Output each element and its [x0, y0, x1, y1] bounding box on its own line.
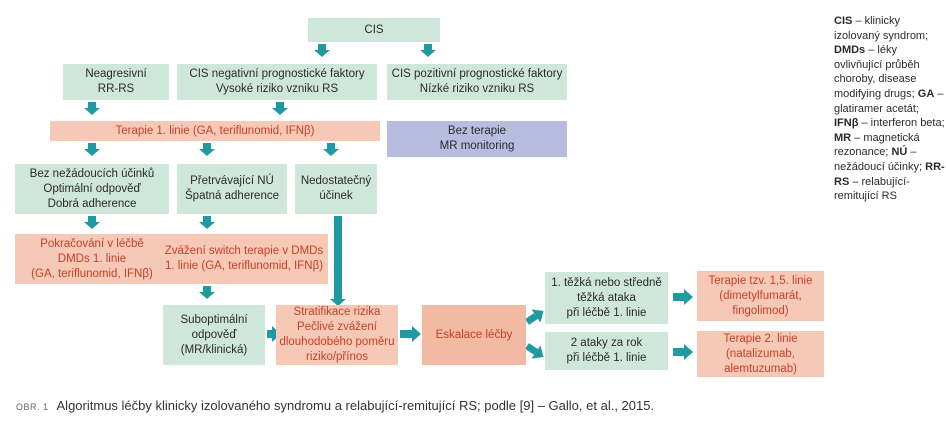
legend-definition: – léky ovlivňující průběh choroby, disea…	[834, 44, 920, 100]
node-tezka-ataka: 1. těžká nebo středně těžká ataka při léčb…	[545, 272, 668, 324]
node-terapie-2-linie: Terapie 2. linie (natalizumab, alemtuzumab…	[697, 331, 824, 377]
arrow-down	[199, 216, 215, 229]
legend-term: RR-RS	[834, 160, 945, 188]
node-text-line: Špatná adherence	[185, 190, 279, 202]
node-text-line: Přetrvávající NÚ	[190, 175, 274, 187]
arrow-right	[267, 326, 281, 342]
node-text-line: Terapie 2. linie	[723, 332, 798, 345]
legend: CIS – klinicky izolovaný syndrom; DMDs –…	[834, 14, 946, 204]
arrow-down	[84, 102, 100, 115]
node-text-line: Suboptimální	[180, 313, 248, 326]
node-terapie-1-5-linie: Terapie tzv. 1,5. linie (dimetylfumarát, f…	[697, 271, 824, 321]
node-zvazeni-switch: Zvážení switch terapie v DMDs 1. linie (G…	[160, 234, 328, 284]
node-text-line: 1. linie (GA, teriflunomid, IFNβ)	[164, 260, 324, 272]
legend-definition: – nežádoucí účinky;	[834, 146, 926, 173]
node-text-line: Eskalace léčby	[435, 328, 513, 341]
arrow-down	[84, 216, 100, 229]
node-text-line: CIS negativní prognostické faktory	[189, 68, 365, 80]
node-text-line: dlouhodobého poměru	[279, 336, 395, 348]
node-text-line: Stratifikace rizika	[293, 306, 381, 318]
node-text-line: Bez terapie	[447, 125, 507, 137]
node-text-line: 1. těžká nebo středně	[551, 276, 662, 289]
legend-term: IFNβ	[834, 117, 859, 130]
arrow-right	[673, 344, 693, 360]
arrow-down	[323, 143, 339, 156]
legend-term: NÚ	[891, 146, 908, 159]
node-text-line: při léčbě 1. linie	[566, 306, 647, 319]
node-text-line: Pečlivé zvážení	[297, 321, 377, 333]
arrow-down	[420, 44, 436, 57]
arrow-down	[272, 102, 288, 115]
node-text-line: při léčbě 1. linie	[566, 352, 647, 364]
legend-definition: – magnetická rezonance;	[834, 131, 920, 159]
arrow-down	[84, 143, 100, 156]
node-text-line: CIS	[364, 23, 384, 36]
arrow-down	[199, 143, 215, 156]
node-text-line: Nízké riziko vzniku RS	[419, 83, 535, 95]
node-text-line: Terapie tzv. 1,5. linie	[708, 274, 813, 287]
caption-label: OBR. 1	[16, 402, 49, 412]
arrow-down-long	[330, 216, 346, 306]
node-text-line: Dobrá adherence	[47, 197, 137, 210]
node-text-line: alemtuzumab)	[724, 362, 797, 375]
node-text-line: riziko/přínos	[306, 351, 368, 363]
legend-term: GA	[917, 87, 935, 100]
arrow-diagonal	[525, 343, 538, 355]
node-text-line: těžká ataka	[577, 291, 636, 304]
node-text-line: Nedostatečný	[300, 175, 372, 187]
arrow-right	[400, 326, 421, 342]
legend-definition: – klinicky izolovaný syndrom;	[834, 15, 929, 42]
node-text-line: (dimetylfumarát,	[719, 289, 802, 302]
node-text-line: DMDs 1. linie	[57, 252, 127, 265]
node-bez-terapie: Bez terapie MR monitoring	[387, 121, 567, 157]
node-text-line: (MR/klinická)	[180, 343, 248, 356]
node-text-line: Zvážení switch terapie v DMDs	[164, 245, 324, 257]
node-pretrvavajici-nu: Přetrvávající NÚ Špatná adherence	[177, 164, 287, 214]
node-cis: CIS	[308, 18, 440, 42]
legend-definition: – glatiramer acetát;	[834, 87, 944, 115]
node-text-line: Terapie 1. linie (GA, teriflunomid, IFNβ…	[115, 124, 315, 137]
node-text-line: Vysoké riziko vzniku RS	[215, 83, 339, 95]
node-text-line: fingolimod)	[732, 304, 789, 317]
node-text-line: 2 ataky za rok	[570, 337, 643, 349]
legend-term: CIS	[834, 15, 853, 27]
figure-caption: OBR. 1 Algoritmus léčby klinicky izolovan…	[16, 398, 654, 413]
node-text-line: Bez nežádoucích účinků	[29, 167, 155, 180]
node-text-line: (natalizumab,	[725, 347, 796, 360]
legend-term: DMDs	[834, 44, 866, 57]
arrow-down	[314, 44, 330, 57]
legend-definition: – relabující-remitující RS	[834, 175, 910, 203]
legend-definition: – interferon beta;	[858, 117, 945, 130]
node-text-line: MR monitoring	[439, 140, 515, 152]
node-text-line: CIS pozitivní prognostické faktory	[391, 68, 563, 80]
node-text-line: Neagresivní	[85, 68, 147, 80]
node-text-line: účinek	[319, 190, 353, 202]
node-eskalace: Eskalace léčby	[422, 305, 526, 365]
arrow-right	[673, 289, 693, 305]
node-text-line: Optimální odpověď	[43, 182, 141, 195]
legend-term: MR	[834, 131, 852, 144]
node-2-ataky: 2 ataky za rok při léčbě 1. linie	[545, 332, 668, 370]
arrow-head	[531, 345, 544, 359]
arrow-down	[199, 286, 215, 299]
arrow-diagonal	[525, 313, 538, 325]
caption-text: Algoritmus léčby klinicky izolovaného sy…	[56, 398, 655, 413]
arrow-head	[531, 309, 544, 323]
node-text-line: (GA, teriflunomid, IFNβ)	[31, 267, 153, 280]
node-text-line: RR-RS	[97, 83, 135, 95]
node-text-line: odpověď	[191, 328, 237, 341]
node-suboptimalni: Suboptimální odpověď (MR/klinická)	[163, 305, 265, 365]
node-nedostatecny-ucinek: Nedostatečný účinek	[295, 164, 377, 214]
node-terapie-1-linie: Terapie 1. linie (GA, teriflunomid, IFNβ…	[50, 121, 380, 141]
node-text-line: Pokračování v léčbě	[40, 237, 144, 250]
